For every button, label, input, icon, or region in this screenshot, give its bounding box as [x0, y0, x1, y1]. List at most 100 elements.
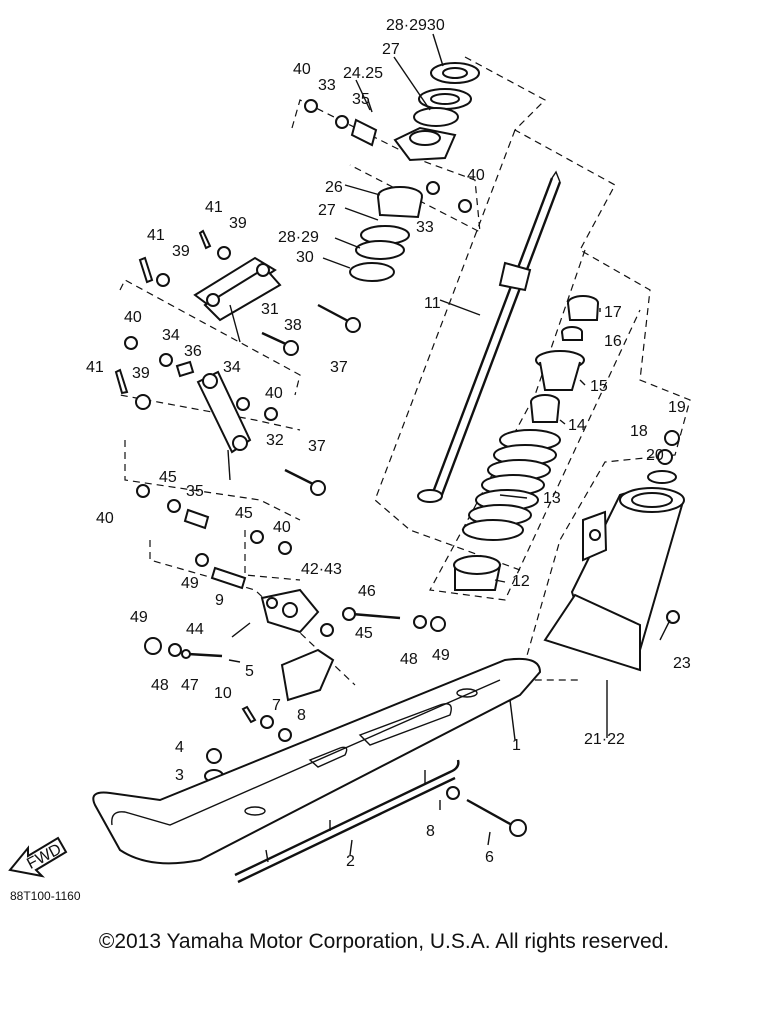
label-17: 17: [604, 304, 622, 321]
label-2: 2: [346, 853, 355, 870]
shock-absorber: [543, 487, 685, 672]
bolt-37-lower: [284, 468, 326, 496]
label-27-mid: 27: [318, 202, 336, 219]
label-20: 20: [646, 447, 664, 464]
ski-bracket: [231, 588, 320, 638]
cap-19: [664, 430, 680, 446]
ski: [92, 657, 542, 865]
label-49-left: 49: [130, 609, 148, 626]
collar: [561, 326, 583, 341]
bolt-6: [466, 798, 527, 837]
label-36: 36: [184, 343, 202, 360]
label-44: 44: [186, 621, 204, 638]
copyright-notice: ©2013 Yamaha Motor Corporation, U.S.A. A…: [98, 930, 670, 953]
group-boundary-mid: [124, 440, 301, 521]
label-49-mid: 49: [181, 575, 199, 592]
wear-bar: [234, 759, 460, 884]
washer-45: [320, 623, 334, 637]
label-8-upper: 8: [297, 707, 306, 724]
label-42-43: 42·43: [301, 561, 342, 578]
label-38: 38: [284, 317, 302, 334]
upper-arm-parts: [304, 99, 378, 147]
leader-lines: [228, 33, 608, 856]
spring-guide: [530, 394, 560, 423]
label-27-top: 27: [382, 41, 400, 58]
group-boundary-upper-arm: [291, 99, 481, 234]
label-35-lower: 35: [186, 483, 204, 500]
bolt-37-upper: [317, 303, 361, 333]
label-13: 13: [543, 490, 561, 507]
label-34-right: 34: [223, 359, 241, 376]
bolt-7-set: [241, 705, 292, 742]
label-47: 47: [181, 677, 199, 694]
label-6: 6: [485, 849, 494, 866]
label-40-link: 40: [265, 385, 283, 402]
group-boundary-bracket: [149, 540, 356, 686]
label-41-top: 41: [205, 199, 223, 216]
nut-4: [206, 748, 222, 764]
label-40-left: 40: [124, 309, 142, 326]
coil-spring: [462, 429, 561, 541]
bolt-47: [181, 649, 223, 659]
label-23: 23: [673, 655, 691, 672]
label-39-left: 39: [172, 243, 190, 260]
group-boundary-strut: [374, 129, 521, 571]
label-18: 18: [630, 423, 648, 440]
label-41-left: 41: [147, 227, 165, 244]
upper-bearing-stack: [349, 62, 480, 282]
label-30: 30: [296, 249, 314, 266]
label-10: 10: [214, 685, 232, 702]
spring-seat: [453, 555, 502, 591]
label-11: 11: [424, 295, 441, 312]
bushing-top: [567, 295, 599, 321]
forward-arrow-icon: FWD: [8, 836, 68, 878]
label-12: 12: [512, 573, 530, 590]
label-31: 31: [261, 301, 279, 318]
label-9: 9: [215, 592, 224, 609]
label-33-top: 33: [318, 77, 336, 94]
label-35-top: 35: [352, 91, 370, 108]
label-8-lower: 8: [426, 823, 435, 840]
label-40-right: 40: [467, 167, 485, 184]
label-45-mid: 45: [235, 505, 253, 522]
nut-18: [657, 449, 673, 465]
label-28-29-30: 28·2930: [386, 17, 445, 34]
group-boundary-bolt: [244, 530, 301, 581]
label-40-lower-right: 40: [273, 519, 291, 536]
label-34-left: 34: [162, 327, 180, 344]
label-1: 1: [512, 737, 521, 754]
label-48-left: 48: [151, 677, 169, 694]
group-boundary-spring: [429, 249, 641, 601]
small-hardware: [114, 229, 292, 590]
washer-48-right: [413, 615, 427, 629]
label-32: 32: [266, 432, 284, 449]
washer-48-left: [168, 643, 182, 657]
arm-link-31: [193, 256, 282, 343]
strut-tube: [417, 170, 562, 503]
label-28-29: 28·29: [278, 229, 319, 246]
damper-block: [280, 648, 335, 702]
bolt-46: [342, 607, 401, 621]
label-39-top: 39: [229, 215, 247, 232]
label-45-right: 45: [355, 625, 373, 642]
label-14: 14: [568, 417, 586, 434]
label-45-left: 45: [159, 469, 177, 486]
label-21-22: 21·22: [584, 731, 625, 748]
label-40-lower-left: 40: [96, 510, 114, 527]
label-40-top: 40: [293, 61, 311, 78]
label-24-25: 24.25: [343, 65, 383, 82]
label-26: 26: [325, 179, 343, 196]
label-15: 15: [590, 378, 608, 395]
group-boundary-link: [119, 279, 301, 396]
nut-49-right: [430, 616, 446, 632]
label-16: 16: [604, 333, 622, 350]
label-5: 5: [245, 663, 254, 680]
label-37-lower: 37: [308, 438, 326, 455]
label-46: 46: [358, 583, 376, 600]
label-49-right: 49: [432, 647, 450, 664]
part-labels: 28·2930 27 24.25 40 33 35 40 33 26 27 28…: [86, 17, 691, 870]
washer-20: [647, 470, 677, 484]
nut-49-left: [144, 637, 162, 655]
label-39-lower: 39: [132, 365, 150, 382]
label-4: 4: [175, 739, 184, 756]
